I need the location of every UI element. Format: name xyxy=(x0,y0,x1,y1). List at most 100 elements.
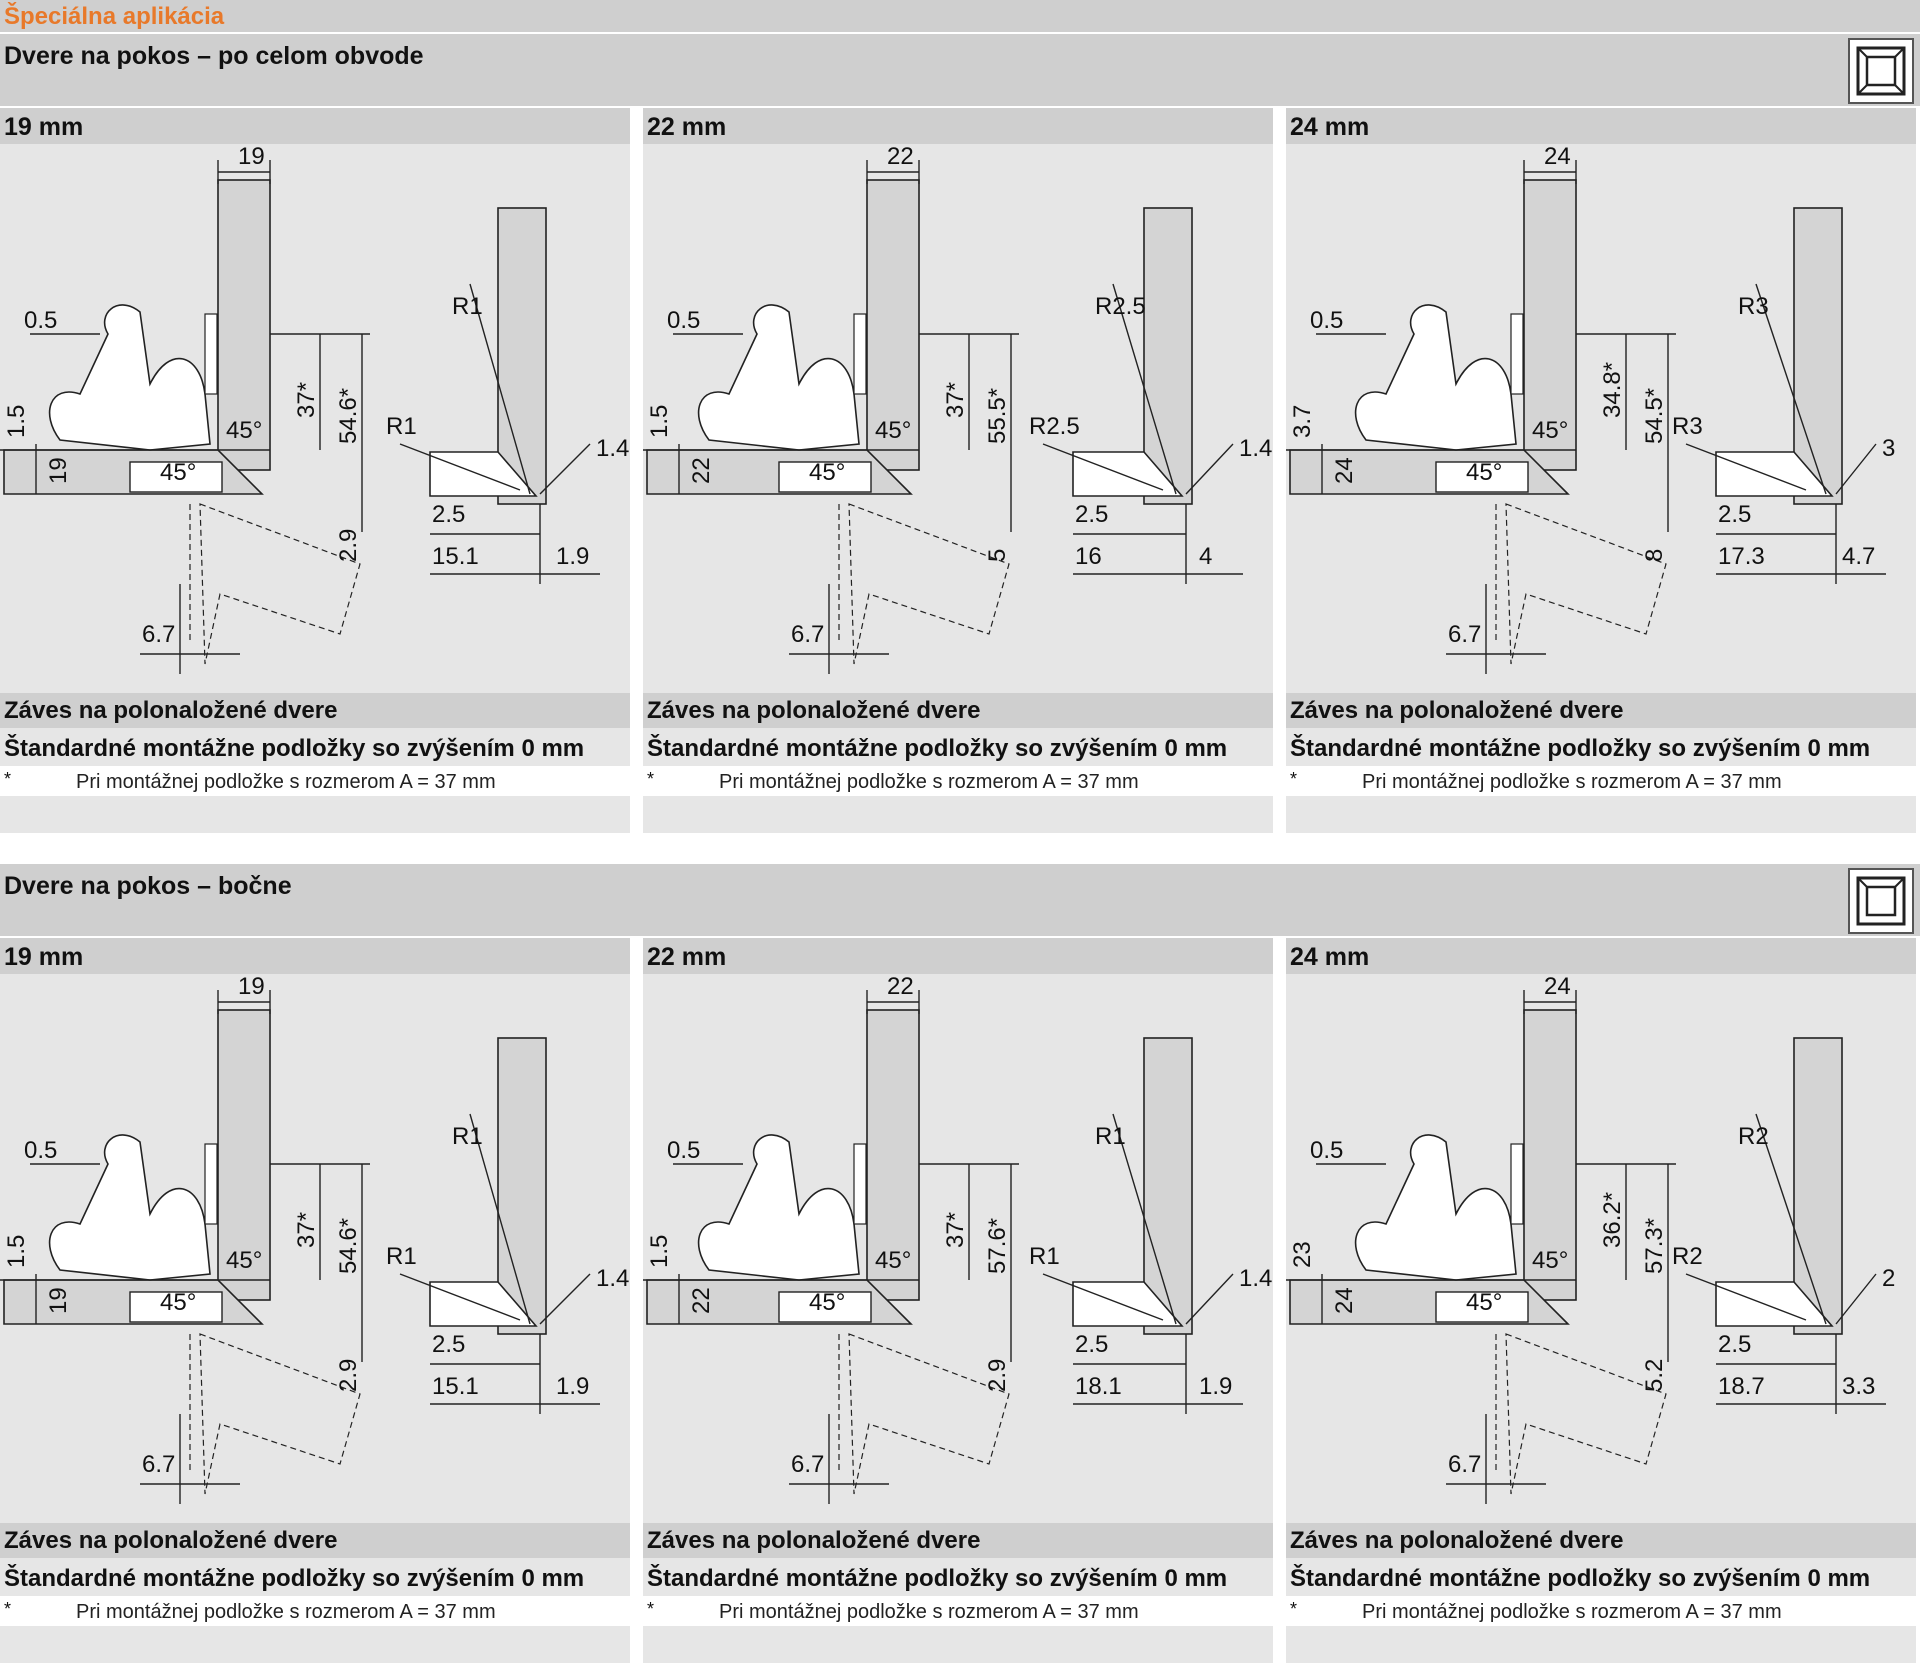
dimension-label: R2 xyxy=(1672,1243,1703,1270)
dimension-label: 54.6* xyxy=(335,388,362,444)
dimension-label: 54.6* xyxy=(335,1218,362,1274)
opened-door-outline xyxy=(199,1333,361,1495)
dimension-label: 2.5 xyxy=(1075,1331,1108,1358)
dimension-label: 19 xyxy=(238,144,265,170)
cabinet-side-panel xyxy=(866,1009,920,1301)
dimension-label: 2 xyxy=(1882,1265,1895,1292)
hinge-cup xyxy=(778,461,872,493)
dimension-label: 1.9 xyxy=(556,1373,589,1400)
hinge-cup xyxy=(1435,461,1529,493)
dimension-label: 2.9 xyxy=(335,529,362,562)
dimension-label: 22 xyxy=(887,144,914,170)
caption-hinge-type: Záves na polonaložené dvere xyxy=(643,693,1273,728)
detail-door xyxy=(1715,451,1834,497)
detail-door xyxy=(1072,1281,1184,1327)
dimension-label: 34.8* xyxy=(1599,362,1626,418)
section-header: Dvere na pokos – bočne xyxy=(0,864,1920,936)
panel-label: 22 mm xyxy=(647,113,727,141)
dimension-label: 45° xyxy=(226,1247,262,1274)
hinge-diagram: 220.51.52245°45°37*57.6*2.96.7R1R11.42.5… xyxy=(643,974,1272,1504)
dimension-label: 45° xyxy=(1466,459,1502,486)
hinge-cup xyxy=(129,461,223,493)
mounting-plate xyxy=(204,1143,218,1225)
panel-header: 24 mm xyxy=(1286,108,1916,144)
hinge-arm xyxy=(697,1134,860,1281)
dimension-label: 2.5 xyxy=(1718,1331,1751,1358)
dimension-label: 3.3 xyxy=(1842,1373,1875,1400)
dimension-label: 45° xyxy=(875,1247,911,1274)
opened-door-outline xyxy=(1505,1333,1667,1495)
detail-side-panel xyxy=(497,1037,547,1335)
dimension-label: 2.9 xyxy=(984,1359,1011,1392)
footnote: *Pri montážnej podložke s rozmerom A = 3… xyxy=(643,1596,1273,1626)
dimension-label: 45° xyxy=(1532,417,1568,444)
dimension-label: 37* xyxy=(942,1212,969,1248)
caption-hinge-type: Záves na polonaložené dvere xyxy=(0,1523,630,1558)
radius-leader xyxy=(469,283,531,495)
dimension-label: 6.7 xyxy=(142,1451,175,1478)
cabinet-side-panel xyxy=(217,1009,271,1301)
dimension-label: 45° xyxy=(1532,1247,1568,1274)
dimension-label: 6.7 xyxy=(142,621,175,648)
cabinet-side-panel xyxy=(1523,179,1577,471)
dimension-label: 1.4 xyxy=(1239,435,1272,462)
dimension-label: 1.4 xyxy=(1239,1265,1272,1292)
app-title: Špeciálna aplikácia xyxy=(4,3,225,30)
dimension-label: 22 xyxy=(688,1287,715,1314)
panel-header: 19 mm xyxy=(0,938,630,974)
footnote: *Pri montážnej podložke s rozmerom A = 3… xyxy=(0,766,630,796)
detail-door xyxy=(429,451,538,497)
panel-label: 24 mm xyxy=(1290,943,1370,971)
dimension-label: R1 xyxy=(1095,1123,1126,1150)
dimension-label: 0.5 xyxy=(1310,307,1343,334)
dimension-label: 18.7 xyxy=(1718,1373,1765,1400)
dimension-label: 19 xyxy=(45,1287,72,1314)
detail-door xyxy=(1715,1281,1834,1327)
gap-dim-line xyxy=(1185,1273,1234,1325)
radius-leader xyxy=(399,1273,521,1321)
hinge-diagram: 220.51.52245°45°37*55.5*56.7R2.5R2.51.42… xyxy=(643,144,1272,674)
dimension-label: 1.5 xyxy=(3,1235,30,1268)
hinge-arm xyxy=(48,304,211,451)
dimension-label: 1.9 xyxy=(1199,1373,1232,1400)
detail-side-panel xyxy=(1143,1037,1193,1335)
dimension-label: 54.5* xyxy=(1641,388,1668,444)
hinge-arm xyxy=(697,304,860,451)
gap-dim-line xyxy=(1835,1273,1877,1325)
section-header: Dvere na pokos – po celom obvode xyxy=(0,34,1920,106)
dimension-label: 24 xyxy=(1544,144,1571,170)
detail-side-panel xyxy=(1793,1037,1843,1335)
mitre-frame-icon xyxy=(1848,38,1914,104)
dimension-label: 0.5 xyxy=(24,307,57,334)
dimension-label: 5 xyxy=(984,549,1011,562)
dimension-label: 37* xyxy=(293,1212,320,1248)
caption-hinge-type: Záves na polonaložené dvere xyxy=(1286,1523,1916,1558)
dimension-label: R2 xyxy=(1738,1123,1769,1150)
hinge-diagram: 190.51.51945°45°37*54.6*2.96.7R1R11.42.5… xyxy=(0,974,629,1504)
detail-door xyxy=(1072,451,1184,497)
panel-header: 22 mm xyxy=(643,108,1273,144)
hinge-cup xyxy=(129,1291,223,1323)
dimension-label: 0.5 xyxy=(24,1137,57,1164)
panel-header: 19 mm xyxy=(0,108,630,144)
dimension-label: 0.5 xyxy=(667,307,700,334)
dimension-label: 45° xyxy=(809,459,845,486)
caption-mounting-plates: Štandardné montážne podložky so zvýšením… xyxy=(1286,731,1916,766)
dimension-label: 1.4 xyxy=(596,1265,629,1292)
panel-label: 19 mm xyxy=(4,113,84,141)
dimension-label: 1.9 xyxy=(556,543,589,570)
dimension-label: R1 xyxy=(1029,1243,1060,1270)
radius-leader xyxy=(1685,443,1807,491)
mounting-plate xyxy=(1510,1143,1524,1225)
caption-mounting-plates: Štandardné montážne podložky so zvýšením… xyxy=(643,1561,1273,1596)
dimension-label: 5.2 xyxy=(1641,1359,1668,1392)
dimension-label: 2.5 xyxy=(1075,501,1108,528)
dimension-label: 24 xyxy=(1331,457,1358,484)
dimension-label: 22 xyxy=(887,974,914,1000)
dimension-label: R2.5 xyxy=(1029,413,1080,440)
detail-side-panel xyxy=(1793,207,1843,505)
dimension-label: 3.7 xyxy=(1289,405,1316,438)
